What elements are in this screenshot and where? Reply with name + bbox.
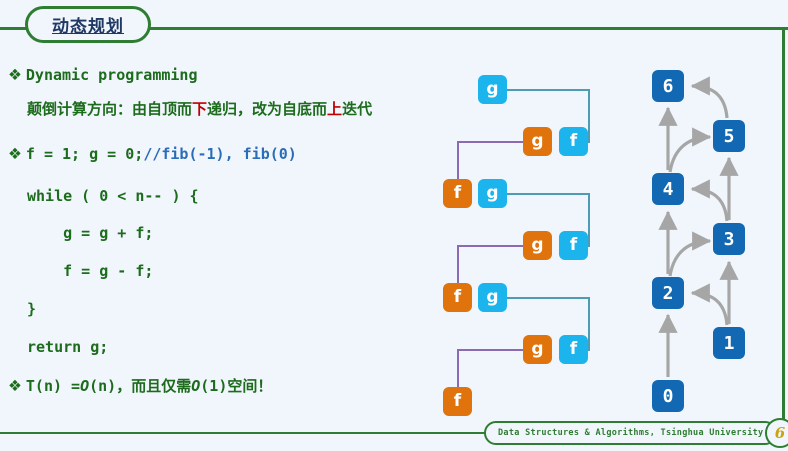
footer-text: Data Structures & Algorithms, Tsinghua U… xyxy=(498,428,764,438)
cx-cjk-2: 空间！ xyxy=(227,377,273,395)
connector-g6-f6 xyxy=(457,349,525,403)
ladder-node-6: 6 xyxy=(652,70,684,102)
cx-one: (1) xyxy=(200,377,228,395)
code-g-assign: g = g + f; xyxy=(27,224,154,242)
right-frame-rule xyxy=(782,27,785,422)
text-dynamic-programming: Dynamic programming xyxy=(25,66,198,84)
seg-1: 颠倒计算方向：由自顶而 xyxy=(27,100,193,118)
connector-g1-f1 xyxy=(507,89,590,143)
arrow-4-5 xyxy=(668,127,712,173)
code-f-assign: f = g - f; xyxy=(27,262,154,280)
node-f-1: f xyxy=(559,127,588,156)
node-f-5: f xyxy=(559,335,588,364)
cx-n: (n) xyxy=(89,377,117,395)
seg-up: 上 xyxy=(327,100,343,118)
code-return: return g; xyxy=(27,338,109,356)
bullet-glyph: ❖ xyxy=(8,377,22,395)
page-number: 6 xyxy=(774,424,786,442)
node-g-5: g xyxy=(478,283,507,312)
ladder-node-1: 1 xyxy=(713,327,745,359)
bullet-complexity: ❖ T(n) = O (n) ，而且仅需 O (1) 空间！ xyxy=(8,375,272,396)
arrow-1-2 xyxy=(690,283,729,326)
code-init: f = 1; g = 0; xyxy=(25,145,144,163)
node-f-6: f xyxy=(443,387,472,416)
seg-2: 递归，改为自底而 xyxy=(207,100,328,118)
code-while: while ( 0 < n-- ) { xyxy=(27,187,199,205)
connector-g2-f2 xyxy=(457,141,525,195)
node-g-6: g xyxy=(523,335,552,364)
ladder-node-3: 3 xyxy=(713,223,745,255)
node-f-2: f xyxy=(443,179,472,208)
ladder-arrows xyxy=(658,76,739,377)
bullet-dynamic-programming: ❖ Dynamic programming xyxy=(8,66,198,84)
arrow-5-6 xyxy=(690,76,729,119)
node-g-2: g xyxy=(523,127,552,156)
connector-g5-f5 xyxy=(507,297,590,351)
node-g-4: g xyxy=(523,231,552,260)
bullet-glyph: ❖ xyxy=(8,145,22,163)
seg-3: 迭代 xyxy=(342,100,373,118)
arrow-2-3 xyxy=(668,231,712,277)
node-f-3: f xyxy=(559,231,588,260)
ladder-node-2: 2 xyxy=(652,277,684,309)
bullet-glyph: ❖ xyxy=(8,66,22,84)
seg-down: 下 xyxy=(192,100,208,118)
ladder-node-5: 5 xyxy=(713,120,745,152)
footer-pill: Data Structures & Algorithms, Tsinghua U… xyxy=(484,421,778,445)
code-close-brace: } xyxy=(27,300,37,318)
cx-tn: T(n) = xyxy=(25,377,81,395)
code-init-line: ❖ f = 1; g = 0; //fib(-1), fib(0) xyxy=(8,145,297,163)
cx-cjk-1: ，而且仅需 xyxy=(116,377,192,395)
node-f-4: f xyxy=(443,283,472,312)
connector-g3-f3 xyxy=(507,193,590,247)
text-reverse-direction: 颠倒计算方向：由自顶而 下 递归，改为自底而 上 迭代 xyxy=(27,98,372,119)
ladder-node-4: 4 xyxy=(652,173,684,205)
header-rule xyxy=(0,27,788,30)
slide-title-pill: 动态规划 xyxy=(25,6,151,43)
connector-g4-f4 xyxy=(457,245,525,299)
node-g-3: g xyxy=(478,179,507,208)
cx-bigO-1: O xyxy=(80,377,90,395)
cx-bigO-2: O xyxy=(191,377,201,395)
page-number-badge: 6 xyxy=(765,418,788,448)
arrow-3-4 xyxy=(690,179,729,222)
code-comment-fib: //fib(-1), fib(0) xyxy=(143,145,297,163)
page-title: 动态规划 xyxy=(52,17,124,37)
ladder-node-0: 0 xyxy=(652,380,684,412)
footer-rule xyxy=(0,432,788,434)
iteration-order-diagram: 0 1 2 3 4 5 6 xyxy=(630,55,770,425)
node-g-1: g xyxy=(478,75,507,104)
fib-swap-diagram: g g f f g g f f g g f f xyxy=(430,55,610,425)
